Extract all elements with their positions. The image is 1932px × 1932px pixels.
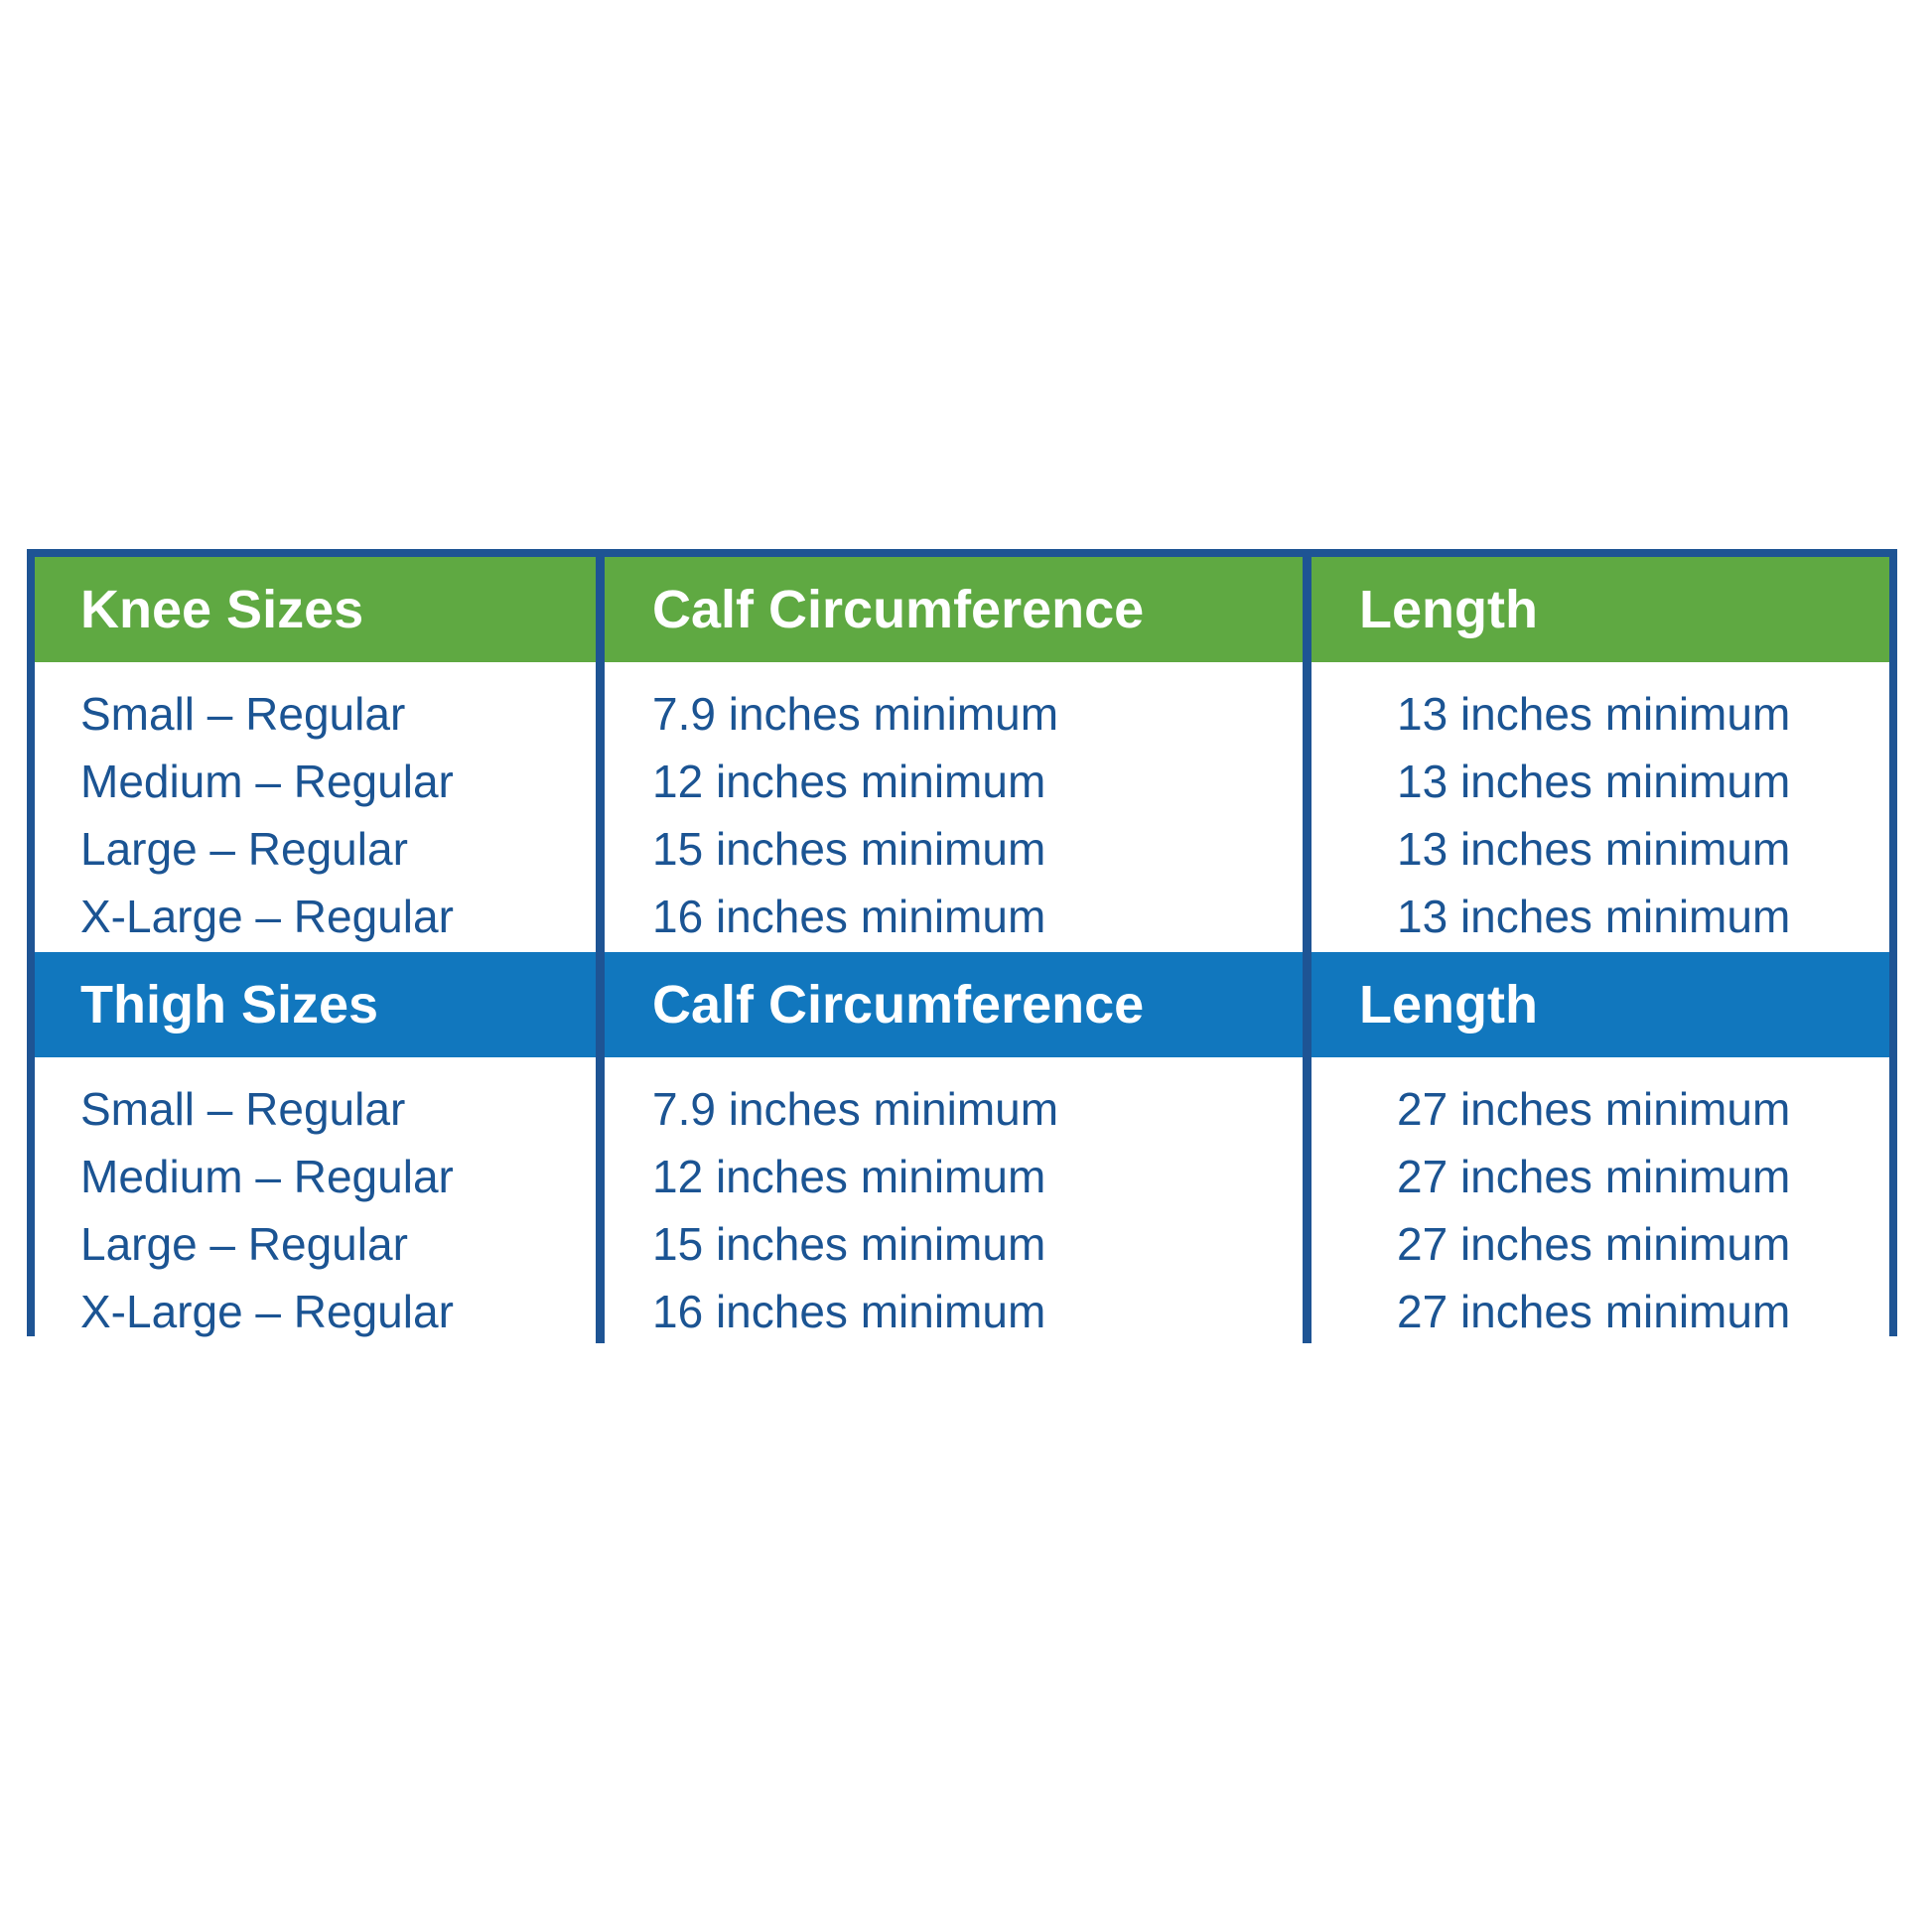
thigh-sizes-column: Small – Regular Medium – Regular Large –…: [35, 1057, 596, 1343]
thigh-header-calf: Calf Circumference: [596, 952, 1303, 1057]
table-cell: 13 inches minimum: [1397, 756, 1791, 807]
table-cell: 27 inches minimum: [1397, 1286, 1791, 1337]
table-cell: Medium – Regular: [80, 1151, 454, 1202]
table-cell: 27 inches minimum: [1397, 1218, 1791, 1270]
table-cell: Small – Regular: [80, 688, 406, 740]
table-cell: 15 inches minimum: [652, 1218, 1046, 1270]
knee-section: Knee Sizes Calf Circumference Length Sma…: [35, 557, 1889, 952]
thigh-body: Small – Regular Medium – Regular Large –…: [35, 1057, 1889, 1343]
thigh-section: Thigh Sizes Calf Circumference Length Sm…: [35, 952, 1889, 1343]
knee-header-calf: Calf Circumference: [596, 557, 1303, 662]
table-cell: 16 inches minimum: [652, 1286, 1046, 1337]
knee-length-column: 13 inches minimum 13 inches minimum 13 i…: [1303, 662, 1889, 952]
knee-calf-column: 7.9 inches minimum 12 inches minimum 15 …: [596, 662, 1303, 952]
knee-header-sizes: Knee Sizes: [80, 580, 364, 639]
thigh-header-row: Thigh Sizes Calf Circumference Length: [35, 952, 1889, 1057]
table-cell: 12 inches minimum: [652, 1151, 1046, 1202]
thigh-header-length: Length: [1303, 952, 1889, 1057]
table-cell: X-Large – Regular: [80, 891, 454, 942]
thigh-calf-column: 7.9 inches minimum 12 inches minimum 15 …: [596, 1057, 1303, 1343]
table-cell: Small – Regular: [80, 1083, 406, 1135]
table-cell: 27 inches minimum: [1397, 1151, 1791, 1202]
table-cell: 13 inches minimum: [1397, 823, 1791, 875]
table-cell: Large – Regular: [80, 1218, 408, 1270]
knee-header-length: Length: [1303, 557, 1881, 662]
table-cell: 7.9 inches minimum: [652, 1083, 1059, 1135]
table-cell: 7.9 inches minimum: [652, 688, 1059, 740]
knee-header-row: Knee Sizes Calf Circumference Length: [35, 557, 1889, 662]
table-cell: 13 inches minimum: [1397, 891, 1791, 942]
thigh-header-sizes: Thigh Sizes: [80, 975, 379, 1035]
table-cell: 15 inches minimum: [652, 823, 1046, 875]
table-cell: Large – Regular: [80, 823, 408, 875]
table-cell: 16 inches minimum: [652, 891, 1046, 942]
thigh-length-column: 27 inches minimum 27 inches minimum 27 i…: [1303, 1057, 1889, 1343]
knee-sizes-column: Small – Regular Medium – Regular Large –…: [35, 662, 596, 952]
table-cell: 12 inches minimum: [652, 756, 1046, 807]
knee-body: Small – Regular Medium – Regular Large –…: [35, 662, 1889, 952]
table-cell: 27 inches minimum: [1397, 1083, 1791, 1135]
table-cell: Medium – Regular: [80, 756, 454, 807]
table-cell: X-Large – Regular: [80, 1286, 454, 1337]
size-chart-table: Knee Sizes Calf Circumference Length Sma…: [27, 549, 1897, 1343]
table-cell: 13 inches minimum: [1397, 688, 1791, 740]
